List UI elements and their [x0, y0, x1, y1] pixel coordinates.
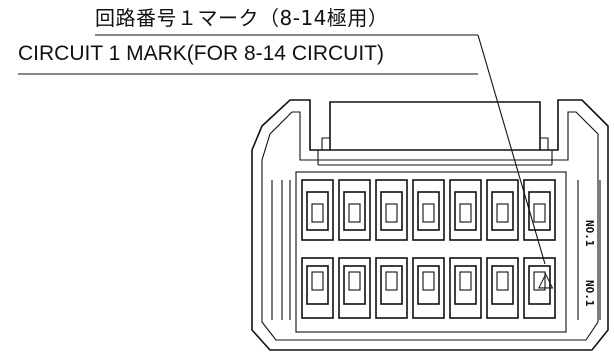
cavity-terminal-slot: [533, 271, 546, 291]
cavity-outer: [412, 179, 445, 241]
cavity-inner: [417, 265, 440, 305]
cavity-inner: [528, 191, 551, 231]
cavity-inner: [454, 191, 477, 231]
cavity-inner: [343, 265, 366, 305]
cavity-inner: [306, 191, 329, 231]
cavity-inner: [306, 265, 329, 305]
cavity-inner: [380, 191, 403, 231]
cavity-terminal-slot: [533, 203, 546, 223]
cavity-inner: [454, 265, 477, 305]
cavity-inner: [417, 191, 440, 231]
cavity-terminal-slot: [348, 203, 361, 223]
cavity-terminal-slot: [385, 203, 398, 223]
cavity-inner: [528, 265, 551, 305]
connector-housing-outline: [251, 99, 609, 351]
cavity-terminal-slot: [496, 271, 509, 291]
cavity-inner: [491, 191, 514, 231]
cavity-outer: [375, 257, 408, 319]
cavity-terminal-slot: [459, 271, 472, 291]
circuit-1-triangle-mark: △: [538, 267, 554, 291]
cavity-inner: [491, 265, 514, 305]
latch-top: [329, 101, 541, 150]
cavity-outer: [338, 257, 371, 319]
cavity-terminal-slot: [496, 203, 509, 223]
cavity-outer: [375, 179, 408, 241]
cavity-outer: [486, 179, 519, 241]
circuit-mark-label-english: CIRCUIT 1 MARK(FOR 8-14 CIRCUIT): [18, 42, 384, 65]
cavity-outer: [301, 179, 334, 241]
cavity-inner: [380, 265, 403, 305]
connector-housing-inner: [261, 111, 599, 341]
cavity-outer: [486, 257, 519, 319]
latch-top-inner: [317, 137, 553, 166]
cavity-terminal-slot: [311, 271, 324, 291]
side-mark-lower: NO.1: [583, 280, 596, 307]
cavity-terminal-slot: [311, 203, 324, 223]
cavity-field-frame: [295, 171, 567, 333]
cavity-outer: [338, 179, 371, 241]
cavity-terminal-slot: [385, 271, 398, 291]
cavity-outer: [301, 257, 334, 319]
cavity-terminal-slot: [348, 271, 361, 291]
cavity-terminal-slot: [459, 203, 472, 223]
cavity-outer: [523, 179, 556, 241]
cavity-grid: [301, 179, 556, 319]
cavity-terminal-slot: [422, 203, 435, 223]
cavity-outer: [449, 257, 482, 319]
cavity-terminal-slot: [422, 271, 435, 291]
cavity-outer: [412, 257, 445, 319]
cavity-inner: [343, 191, 366, 231]
side-mark-upper: NO.1: [583, 220, 596, 247]
cavity-outer: [523, 257, 556, 319]
cavity-outer: [449, 179, 482, 241]
circuit-mark-label-japanese: 回路番号１マーク（8-14極用）: [95, 6, 389, 30]
